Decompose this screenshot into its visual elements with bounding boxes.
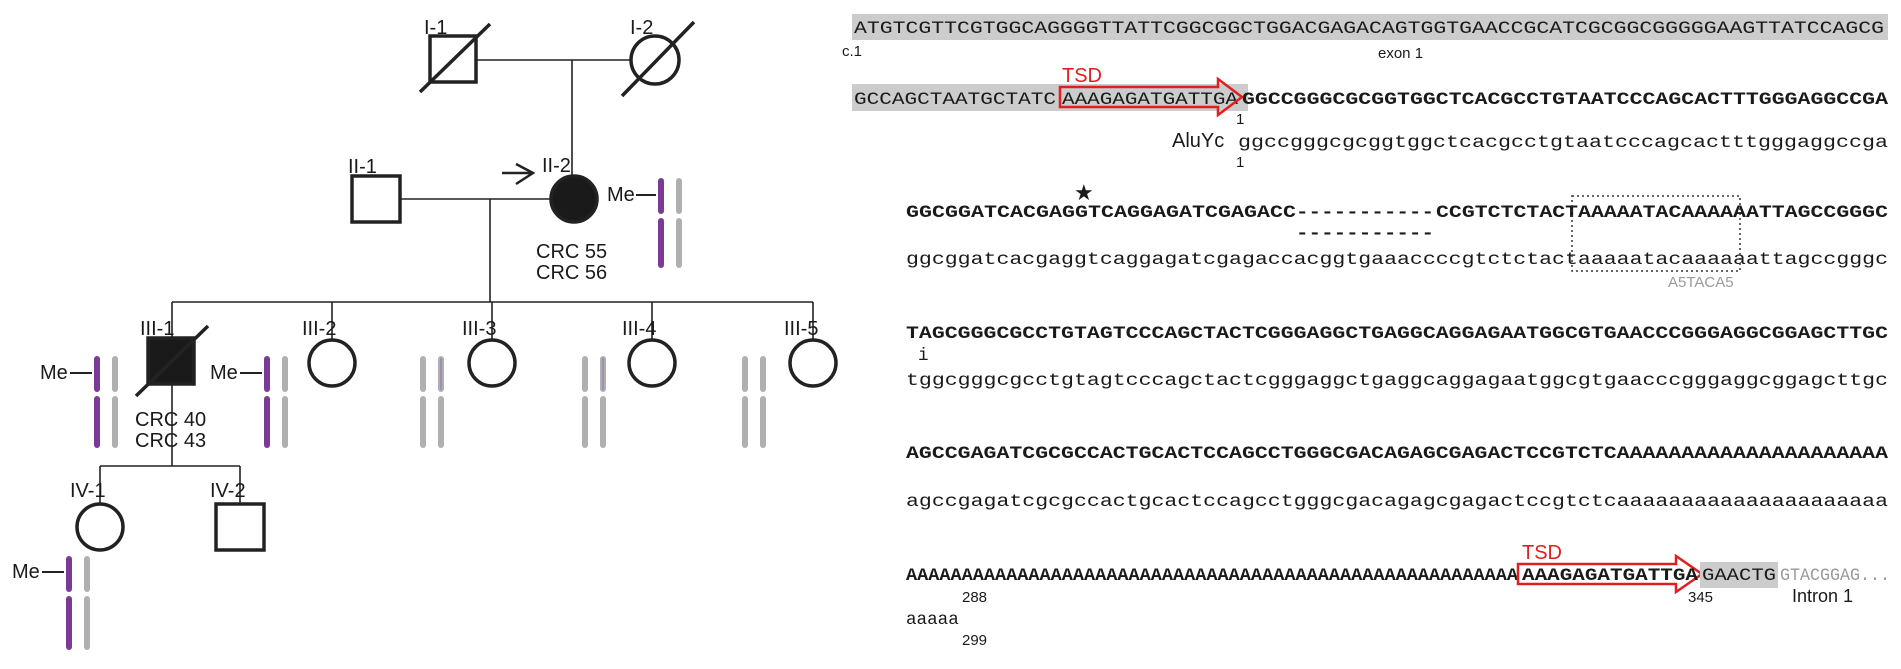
- seq-row2-ref: ggccgggcgcggtggctcacgcctgtaatcccagcacttt…: [1238, 133, 1888, 153]
- chromosome-III1-meth-top: [94, 356, 100, 392]
- tsd-label-row6: TSD: [1522, 542, 1562, 564]
- seq-row3-gap: -----------: [1296, 203, 1434, 223]
- chromosome-III4-a-top: [582, 356, 588, 392]
- tsd-arrow-row6: [1516, 553, 1705, 595]
- a5taca5-box: [1571, 195, 1741, 272]
- num-299: 299: [962, 632, 987, 649]
- deceased-slash-I1: [418, 22, 492, 94]
- label-IV2: IV-2: [210, 480, 246, 502]
- individual-IV1-circle: [75, 502, 125, 552]
- seq-row1-exon: ATGTCGTTCGTGGCAGGGGTTATTCGGCGGCTGGACGAGA…: [854, 19, 1884, 39]
- label-II2: II-2: [542, 155, 571, 177]
- intron1-label: Intron 1: [1792, 586, 1853, 606]
- chromosome-IV1-meth-bottom: [66, 596, 72, 650]
- exon1-label: exon 1: [1378, 45, 1423, 62]
- seq-row7-ref: aaaaa: [906, 610, 959, 630]
- num-288: 288: [962, 589, 987, 606]
- iii1-note-2: CRC 43: [135, 430, 206, 452]
- seq-row6-exon-tail: GAACTG: [1702, 566, 1776, 586]
- me-label-III2: Me: [210, 362, 238, 384]
- exon-highlight-row6: [1700, 562, 1778, 588]
- chromosome-IV1-norm-top: [84, 556, 90, 592]
- ii2-note-2: CRC 56: [536, 262, 607, 284]
- seq-row3-gap-under: -----------: [1296, 224, 1434, 244]
- seq-row5-bold: AGCCGAGATCGCGCCACTGCACTCCAGCCTGGGCGACAGA…: [906, 444, 1889, 464]
- chromosome-III5-b-top: [760, 356, 766, 392]
- label-IV1: IV-1: [70, 480, 106, 502]
- chromosome-III4-b-bottom: [600, 396, 606, 448]
- c1-label: c.1: [842, 43, 862, 60]
- label-III4: III-4: [622, 318, 656, 340]
- iii1-note-1: CRC 40: [135, 409, 206, 431]
- individual-III5-circle: [788, 338, 838, 388]
- pedigree: I-1 I-2 II-1 II-2 CRC 55 CRC 56 Me: [12, 17, 838, 650]
- num-1-b: 1: [1236, 154, 1244, 171]
- individual-III2-circle: [307, 338, 357, 388]
- seq-row2-exon-prefix: GCCAGCTAATGCTATC: [854, 90, 1056, 110]
- individual-II1-square: [350, 174, 402, 224]
- chromosome-III3-b-bottom: [438, 396, 444, 448]
- me-label-IV1: Me: [12, 561, 40, 583]
- chromosome-II2-norm-bottom: [676, 218, 682, 268]
- label-I1: I-1: [424, 17, 447, 39]
- deceased-slash-I2: [620, 20, 696, 98]
- chromosome-III5-b-bottom: [760, 396, 766, 448]
- chromosome-III4-a-bottom: [582, 396, 588, 448]
- chromosome-III2-norm-bottom: [282, 396, 288, 448]
- label-III3: III-3: [462, 318, 496, 340]
- tsd-arrow-row2: [1058, 76, 1245, 118]
- seq-row5-ref: agccgagatcgcgccactgcactccagcctgggcgacaga…: [906, 492, 1888, 512]
- chromosome-III3-a-bottom: [420, 396, 426, 448]
- me-label-III1: Me: [40, 362, 68, 384]
- num-345: 345: [1688, 589, 1713, 606]
- seq-row4-bold: TAGCGGGCGCCTGTAGTCCCAGCTACTCGGGAGGCTGAGG…: [906, 324, 1889, 344]
- sequence-panel: ATGTCGTTCGTGGCAGGGGTTATTCGGCGGCTGGACGAGA…: [842, 14, 1890, 649]
- label-II1: II-1: [348, 156, 377, 178]
- proband-arrow-icon: [502, 162, 536, 186]
- num-1-a: 1: [1236, 111, 1244, 128]
- individual-IV2-square: [214, 502, 266, 552]
- aluyc-label: AluYc: [1172, 130, 1224, 152]
- me-label-II2: Me: [607, 184, 635, 206]
- seq-row3-bold-b: CCGTCTCTACTAAAAATACAAAAAATTAGCCGGGC: [1436, 203, 1889, 223]
- exon-highlight-row1: [852, 14, 1888, 40]
- chromosome-III1-norm-top: [112, 356, 118, 392]
- chromosome-III2-norm-top: [282, 356, 288, 392]
- label-III1: III-1: [140, 318, 174, 340]
- chromosome-II2-meth-bottom: [658, 218, 664, 268]
- seq-row3-bold-a: GGCGGATCACGAGGTCAGGAGATCGAGACC: [906, 203, 1297, 223]
- chromosome-III5-a-bottom: [742, 396, 748, 448]
- seq-row4-ref: tggcgggcgcctgtagtcccagctactcgggaggctgagg…: [906, 371, 1888, 391]
- chromosome-III3-a-top: [420, 356, 426, 392]
- individual-III4-circle: [627, 338, 677, 388]
- deceased-slash-III1: [134, 324, 210, 398]
- chromosome-III5-a-top: [742, 356, 748, 392]
- seq-row6-bold: AAAAAAAAAAAAAAAAAAAAAAAAAAAAAAAAAAAAAAAA…: [906, 566, 1518, 586]
- seq-row2-tsd: AAAGAGATGATTGA: [1062, 90, 1239, 110]
- label-III5: III-5: [784, 318, 818, 340]
- chromosome-III1-meth-bottom: [94, 396, 100, 448]
- tsd-label-row2: TSD: [1062, 65, 1102, 87]
- chromosome-III2-meth-top: [264, 356, 270, 392]
- seq-row6-intron-seq: GTACGGAG...: [1780, 566, 1890, 586]
- individual-II2-affected-circle: [549, 174, 599, 224]
- seq-row4-i: i: [918, 346, 929, 366]
- label-I2: I-2: [630, 17, 653, 39]
- seq-row2-bold: GGCCGGGCGCGGTGGCTCACGCCTGTAATCCCAGCACTTT…: [1242, 90, 1889, 110]
- chromosome-III2-meth-bottom: [264, 396, 270, 448]
- label-III2: III-2: [302, 318, 336, 340]
- individual-III3-circle: [467, 338, 517, 388]
- seq-row6-tsd: AAAGAGATGATTGA: [1522, 566, 1699, 586]
- chromosome-IV1-meth-top: [66, 556, 72, 592]
- seq-row3-ref: ggcggatcacgaggtcaggagatcgagaccacggtgaaac…: [906, 250, 1888, 270]
- star-marker: ★: [1074, 180, 1094, 205]
- chromosome-III1-norm-bottom: [112, 396, 118, 448]
- ii2-note-1: CRC 55: [536, 241, 607, 263]
- chromosome-II2-meth-top: [658, 178, 664, 214]
- chromosome-II2-norm-top: [676, 178, 682, 214]
- chromosome-IV1-norm-bottom: [84, 596, 90, 650]
- a5taca5-label: A5TACA5: [1668, 274, 1734, 291]
